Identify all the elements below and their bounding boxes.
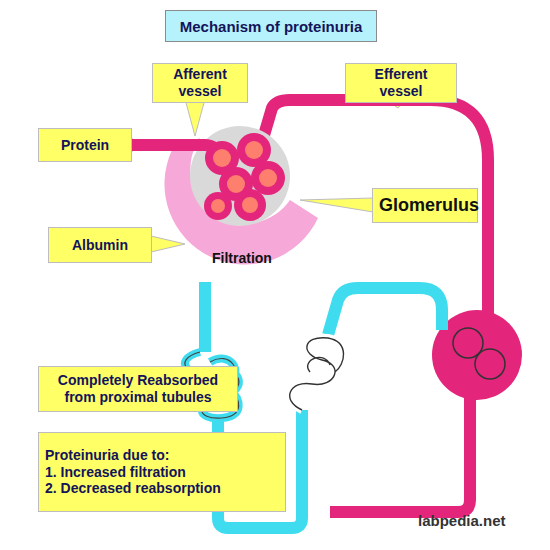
callout-text: Afferent vessel [159,66,241,100]
capillary-lumen [245,141,263,159]
callout-text: Completely Reabsorbed from proximal tubu… [45,372,231,406]
callout-text: Protein [45,137,125,154]
distal-convolution [290,338,344,410]
callout-text: Glomerulus [379,195,471,217]
capillary-loop [234,189,266,221]
capillary-lumen [242,197,258,213]
process-label: Filtration [212,250,272,266]
callout-box: Albumin [48,227,152,263]
callout-box: Completely Reabsorbed from proximal tubu… [38,366,238,412]
callout-text: Proteinuria due to: [45,447,279,464]
callout-pointer [151,236,185,252]
capillary-lumen [213,149,231,167]
callout-text: 2. Decreased reabsorption [45,480,279,497]
callout-box: Protein [38,128,132,162]
capillary-lumen [227,175,245,193]
glomerulus-tuft [204,133,285,221]
callout-text: Efferent vessel [352,66,450,100]
blood-cell [475,349,505,379]
callout-box: Proteinuria due to:1. Increased filtrati… [38,432,286,512]
callout-text: Albumin [55,237,145,254]
callout-box: Efferent vessel [345,63,457,103]
callout-pointer [300,198,373,212]
capillary-lumen [211,199,225,213]
capillary-loop [251,161,285,195]
watermark: labpedia.net [418,512,506,529]
capillary-lumen [259,169,277,187]
callout-text: 1. Increased filtration [45,464,279,481]
title-box: Mechanism of proteinuria [165,10,377,42]
callout-box: Glomerulus [372,188,478,223]
distal-convolution-outline [290,338,344,410]
callout-pointer [185,99,205,136]
diagram-title: Mechanism of proteinuria [180,18,363,35]
afferent-vessel [132,145,218,155]
capillary-loop [204,192,232,220]
callout-box: Afferent vessel [152,63,248,103]
capillary-vessel [330,395,470,512]
